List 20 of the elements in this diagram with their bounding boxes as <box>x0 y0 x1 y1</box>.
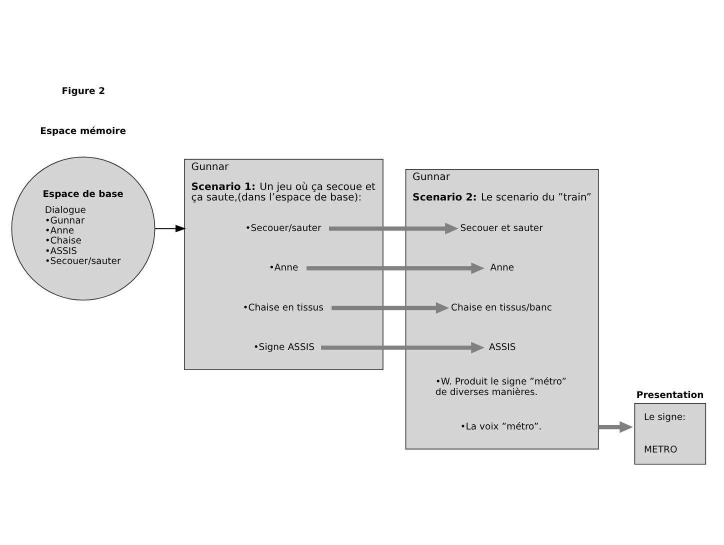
label: Espace mémoire <box>40 126 126 137</box>
arrow <box>306 262 484 274</box>
arrow <box>598 421 633 433</box>
arrow <box>332 302 450 314</box>
arrow <box>155 224 186 232</box>
node-text: Anne <box>490 262 514 274</box>
node-text: •Secouer/sauter <box>245 222 322 234</box>
node-text: •La voix ”métro”. <box>460 421 542 432</box>
node-text: ASSIS <box>489 342 516 354</box>
arrow <box>321 342 484 354</box>
node-text: •W. Produit le signe ”métro” de diverses manières. <box>435 376 567 398</box>
node-circle: Espace de base Dialogue •Gunnar •Anne •Chaise •ASSIS •Secouer/sauter <box>11 156 156 301</box>
node-text: •Chaise en tissus <box>242 302 324 314</box>
node-text: Chaise en tissus/banc <box>450 302 552 314</box>
node-label: Presentation <box>636 390 704 402</box>
arrow <box>328 222 458 234</box>
node-text: •Anne <box>268 262 298 274</box>
node-text: •Signe ASSIS <box>253 342 314 354</box>
label: Figure 2 <box>62 86 106 98</box>
node-text: Secouer et sauter <box>460 222 543 234</box>
